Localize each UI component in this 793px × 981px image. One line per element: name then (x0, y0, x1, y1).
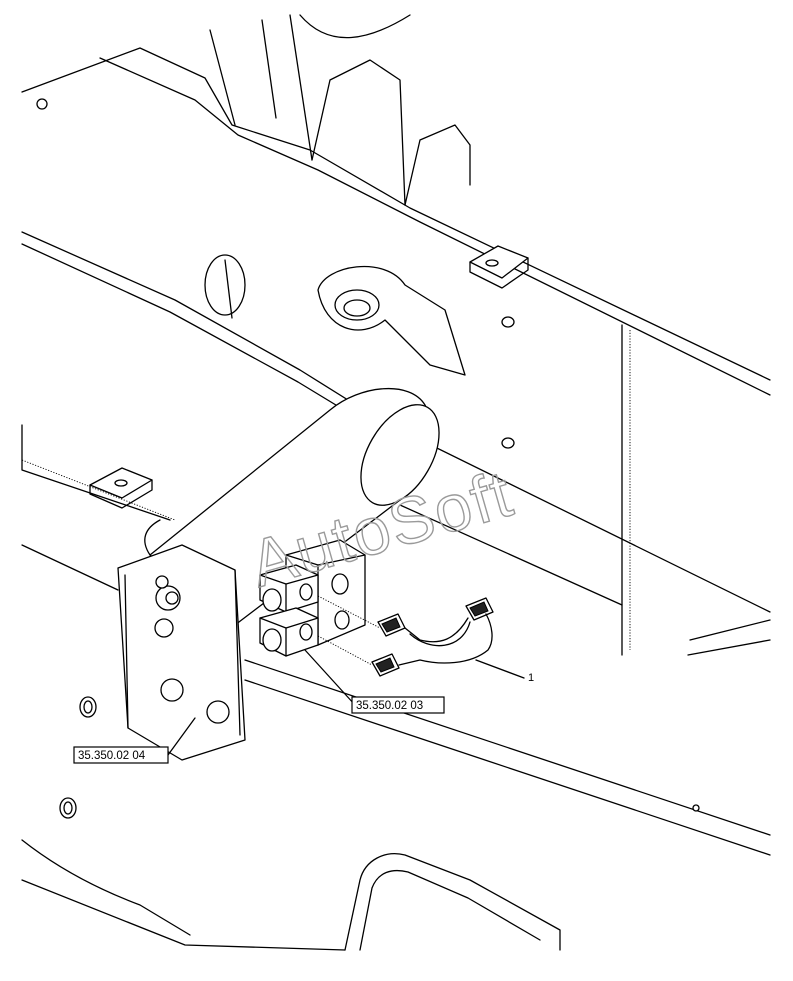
lower-frame-member (21, 424, 771, 951)
callout-1: 1 (475, 659, 534, 684)
cylinder-assembly (117, 387, 440, 761)
wiring-harness (317, 595, 494, 677)
solenoid-valves (259, 539, 366, 657)
reference-label: 35.350.02 04 (78, 750, 146, 762)
upper-frame-member (21, 14, 771, 656)
reference-label: 35.350.02 03 (356, 700, 423, 712)
callout-label: 1 (528, 672, 534, 684)
reference-35-350-02-04: 35.350.02 04 (73, 717, 196, 764)
reference-35-350-02-03: 35.350.02 03 (304, 649, 445, 714)
